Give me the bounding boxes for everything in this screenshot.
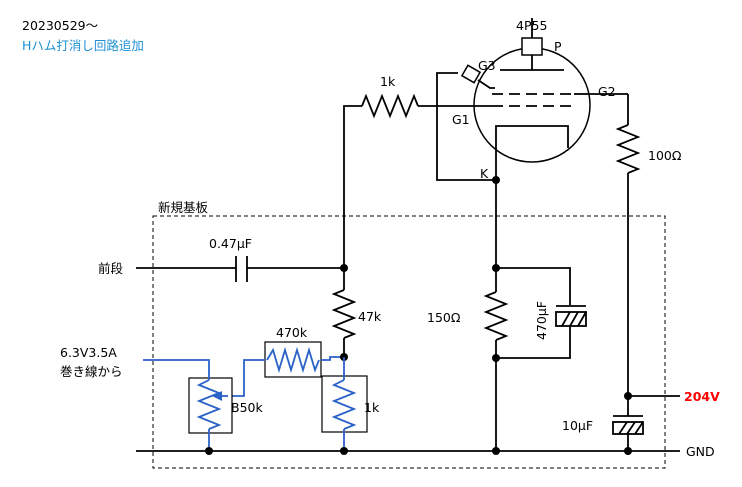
b-plus-terminal-label: 204V: [684, 389, 720, 404]
pin-g1-label: G1: [452, 112, 470, 127]
junction-dot: [340, 447, 348, 455]
input-cap-label: 0.47μF: [209, 236, 252, 251]
resistor-470k: [266, 346, 320, 374]
new-board-outline: [152, 215, 666, 469]
pin-k-label: K: [480, 166, 489, 181]
grid-resistor-1k: [361, 93, 419, 119]
pin-p-label: P: [554, 39, 562, 54]
g2-resistor-100ohm: [615, 124, 641, 174]
tube-name-label: 4P55: [516, 18, 547, 33]
pin-g2-label: G2: [598, 84, 616, 99]
pot-wiper-arrow: [212, 391, 222, 401]
cathode-resistor-label: 150Ω: [427, 310, 461, 325]
vacuum-tube-4p55: 4P55 P G3 G2 G1 K: [437, 18, 628, 181]
resistor-1k-bottom: [331, 379, 357, 430]
junction-dot: [205, 447, 213, 455]
date-label: 20230529～: [22, 18, 98, 33]
supply-cap-10uf: [612, 415, 644, 435]
g2-resistor-label: 100Ω: [648, 148, 682, 163]
grid-resistor-label: 1k: [380, 74, 396, 89]
pot-b50k-label: B50k: [231, 400, 263, 415]
junction-dot: [624, 447, 632, 455]
junction-dot: [492, 447, 500, 455]
cathode-bypass-cap-470uf: [555, 305, 587, 327]
heater-terminal-label-2: 巻き線から: [60, 364, 123, 379]
cathode-resistor-150ohm: [483, 291, 509, 341]
resistor-47k: [331, 289, 357, 339]
title-label: Hハム打消し回路追加: [22, 38, 144, 53]
resistor-1k-bottom-label: 1k: [364, 400, 380, 415]
cathode-bypass-cap-label: 470μF: [534, 301, 549, 340]
heater-terminal-label-1: 6.3V3.5A: [60, 345, 117, 360]
resistor-1k-box: [321, 375, 368, 433]
resistor-470k-label: 470k: [276, 325, 308, 340]
input-terminal-label: 前段: [98, 261, 123, 276]
pot-b50k: [196, 379, 222, 430]
supply-cap-label: 10μF: [562, 418, 593, 433]
resistor-47k-label: 47k: [358, 309, 382, 324]
board-label: 新規基板: [158, 200, 209, 215]
gnd-terminal-label: GND: [686, 444, 715, 459]
grid-wire: [343, 105, 362, 268]
g3-cathode-wire: [436, 72, 496, 181]
pin-g3-label: G3: [478, 58, 496, 73]
